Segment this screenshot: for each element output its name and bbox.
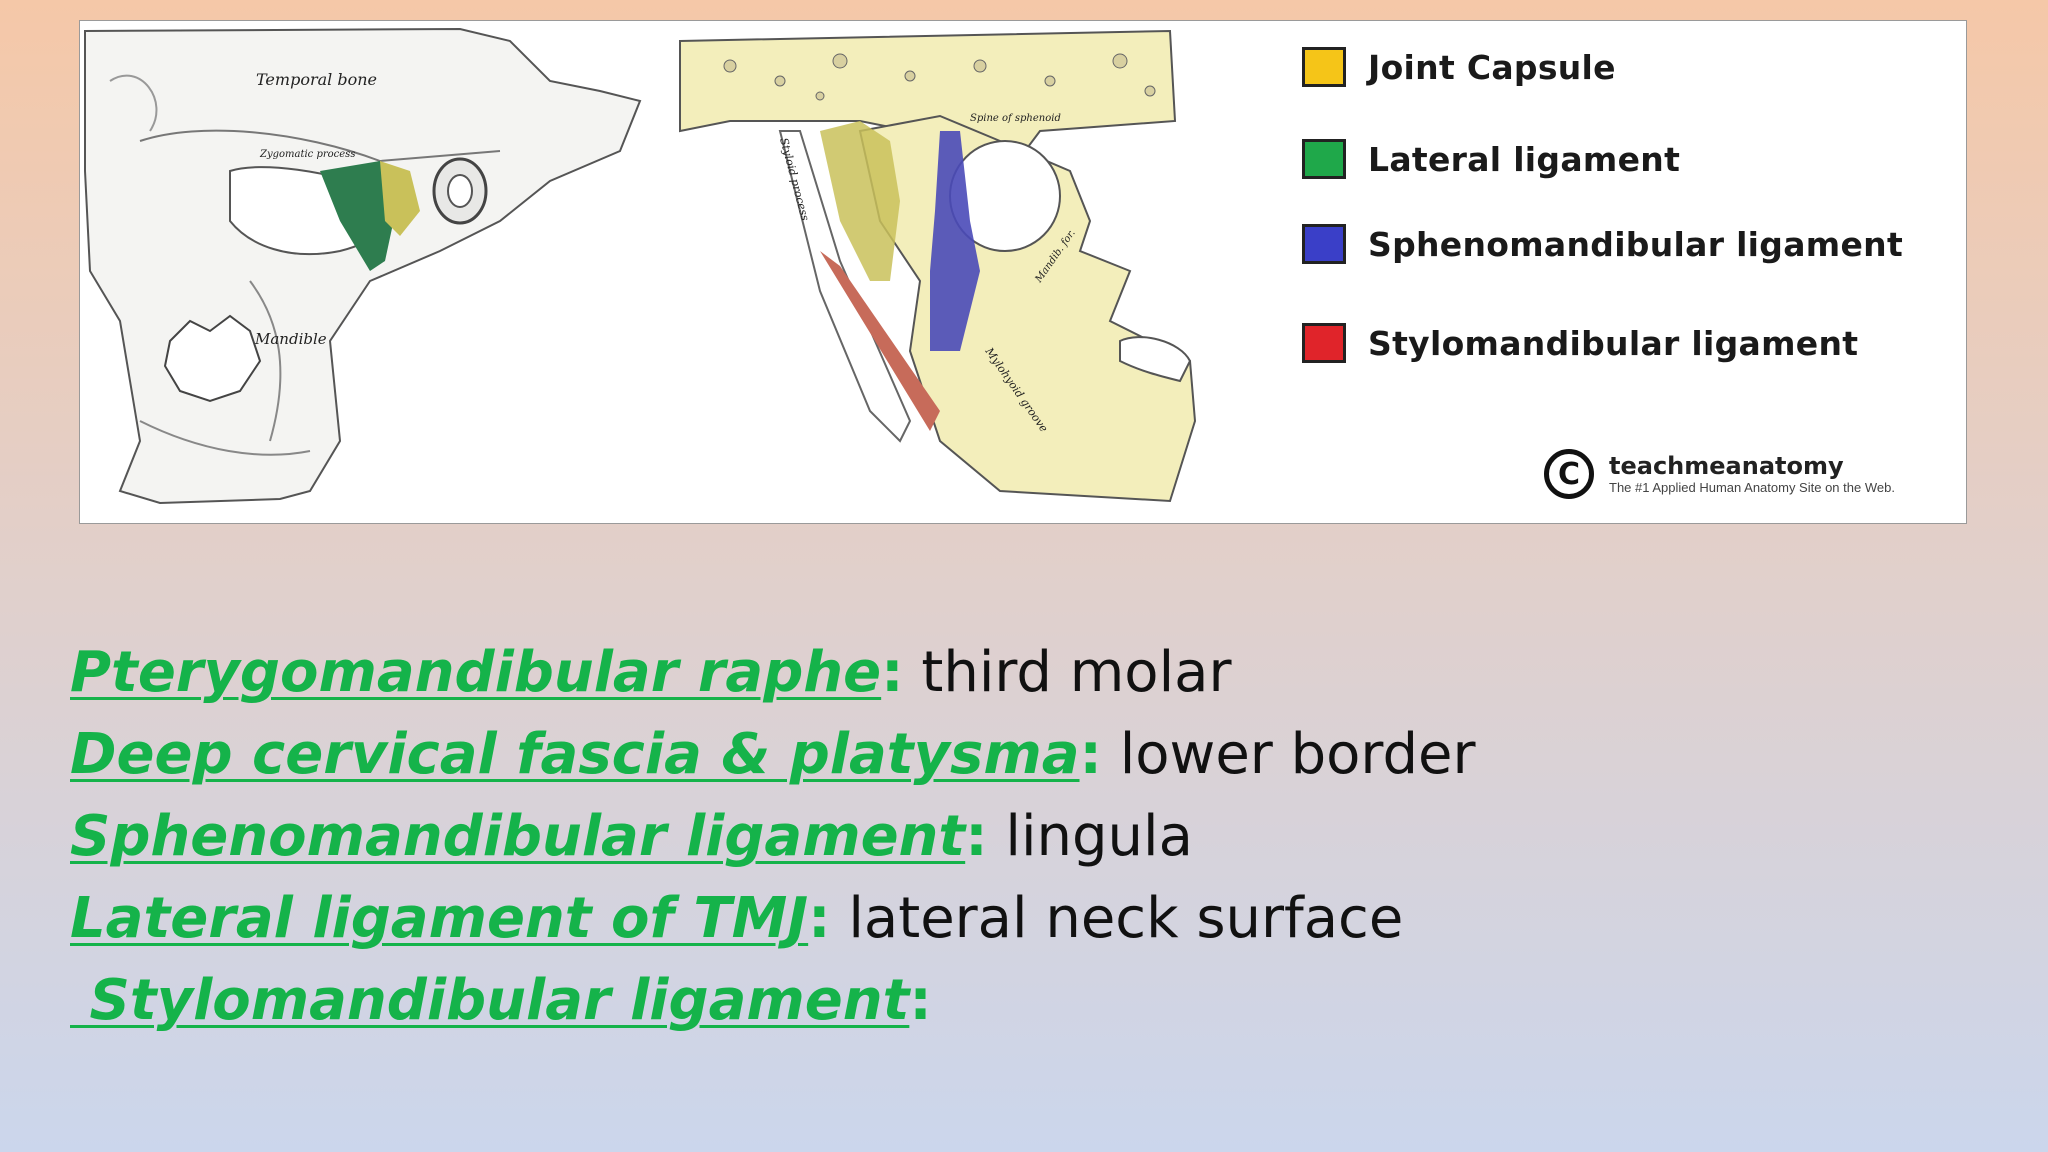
legend-item-lateral-ligament: Lateral ligament bbox=[1302, 139, 1680, 179]
brand-credit: C teachmeanatomy The #1 Applied Human An… bbox=[1544, 449, 1895, 499]
note-term: Pterygomandibular raphe bbox=[70, 640, 882, 705]
legend-swatch bbox=[1302, 224, 1346, 264]
attachment-notes: Pterygomandibular raphe: third molar Dee… bbox=[70, 632, 1476, 1042]
legend-item-joint-capsule: Joint Capsule bbox=[1302, 47, 1616, 87]
note-line: Pterygomandibular raphe: third molar bbox=[70, 632, 1476, 714]
brand-tagline: The #1 Applied Human Anatomy Site on the… bbox=[1609, 480, 1895, 495]
note-desc: lateral neck surface bbox=[830, 886, 1404, 951]
note-colon: : bbox=[1079, 722, 1102, 787]
note-term: Deep cervical fascia & platysma bbox=[70, 722, 1080, 787]
label-mandible: Mandible bbox=[254, 330, 327, 348]
note-line: Stylomandibular ligament: bbox=[70, 960, 1476, 1042]
legend-label: Stylomandibular ligament bbox=[1368, 323, 1859, 363]
note-line: Lateral ligament of TMJ: lateral neck su… bbox=[70, 878, 1476, 960]
copyright-icon: C bbox=[1544, 449, 1594, 499]
legend-item-stylomandibular-ligament: Stylomandibular ligament bbox=[1302, 323, 1858, 363]
note-desc: third molar bbox=[903, 640, 1232, 705]
note-desc: lingula bbox=[987, 804, 1193, 869]
legend-item-sphenomandibular-ligament: Sphenomandibular ligament bbox=[1302, 224, 1903, 264]
medial-view-drawing: Styloid process Spine of sphenoid Mandib… bbox=[679, 29, 1197, 503]
anatomy-figure: Temporal bone Zygomatic process Mandible… bbox=[79, 20, 1967, 524]
note-term: Stylomandibular ligament bbox=[70, 968, 910, 1033]
legend-swatch bbox=[1302, 323, 1346, 363]
label-spine-of-sphenoid: Spine of sphenoid bbox=[970, 113, 1061, 124]
note-colon: : bbox=[909, 968, 932, 1033]
tmj-illustration: Temporal bone Zygomatic process Mandible… bbox=[84, 27, 1197, 505]
note-line: Deep cervical fascia & platysma: lower b… bbox=[70, 714, 1476, 796]
label-temporal-bone: Temporal bone bbox=[256, 70, 377, 89]
legend-label: Lateral ligament bbox=[1368, 139, 1681, 179]
legend-swatch bbox=[1302, 139, 1346, 179]
label-zygomatic-process: Zygomatic process bbox=[259, 149, 355, 160]
note-term: Lateral ligament of TMJ bbox=[70, 886, 809, 951]
note-colon: : bbox=[808, 886, 831, 951]
brand-name: teachmeanatomy bbox=[1609, 452, 1844, 480]
note-colon: : bbox=[881, 640, 904, 705]
note-line: Sphenomandibular ligament: lingula bbox=[70, 796, 1476, 878]
legend-swatch bbox=[1302, 47, 1346, 87]
note-colon: : bbox=[965, 804, 988, 869]
note-desc: lower border bbox=[1101, 722, 1476, 787]
lateral-view-drawing: Temporal bone Zygomatic process Mandible bbox=[84, 27, 642, 505]
note-term: Sphenomandibular ligament bbox=[70, 804, 966, 869]
legend-label: Joint Capsule bbox=[1368, 47, 1616, 87]
legend-label: Sphenomandibular ligament bbox=[1368, 224, 1904, 264]
